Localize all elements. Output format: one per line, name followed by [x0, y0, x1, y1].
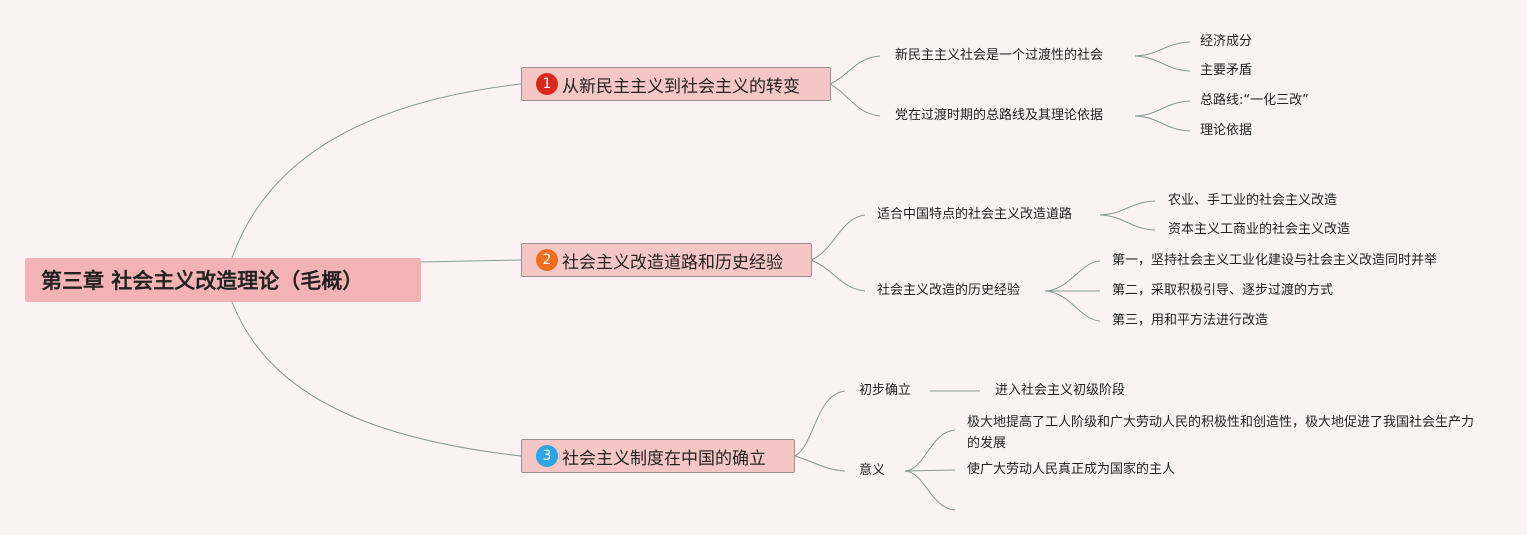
subtopic-1-1[interactable]: 新民主主义社会是一个过渡性的社会	[895, 48, 1104, 63]
subtopic-3-1[interactable]: 初步确立	[859, 383, 912, 398]
leaf-3-2-2[interactable]: 使广大劳动人民真正成为国家的主人	[967, 462, 1176, 477]
subtopic-2-1[interactable]: 适合中国特点的社会主义改造道路	[877, 207, 1073, 222]
branch-3-topic[interactable]: 3 社会主义制度在中国的确立	[521, 439, 795, 473]
branch-1-label: 从新民主主义到社会主义的转变	[562, 76, 800, 97]
root-topic-title: 第三章 社会主义改造理论（毛概）	[41, 269, 364, 293]
subtopic-3-2[interactable]: 意义	[859, 463, 886, 478]
subtopic-1-2[interactable]: 党在过渡时期的总路线及其理论依据	[895, 108, 1104, 123]
branch-3-label: 社会主义制度在中国的确立	[562, 448, 766, 469]
leaf-1-2-1[interactable]: 总路线:“一化三改”	[1200, 93, 1309, 108]
leaf-2-2-3[interactable]: 第三，用和平方法进行改造	[1112, 313, 1269, 328]
branch-2-topic[interactable]: 2 社会主义改造道路和历史经验	[521, 243, 812, 277]
branch-1-topic[interactable]: 1 从新民主主义到社会主义的转变	[521, 67, 831, 101]
branch-2-label: 社会主义改造道路和历史经验	[562, 252, 783, 273]
leaf-2-2-1[interactable]: 第一，坚持社会主义工业化建设与社会主义改造同时并举	[1112, 253, 1438, 268]
leaf-2-1-1[interactable]: 农业、手工业的社会主义改造	[1168, 193, 1338, 208]
subtopic-2-2[interactable]: 社会主义改造的历史经验	[877, 283, 1021, 298]
leaf-1-1-1[interactable]: 经济成分	[1200, 34, 1253, 49]
leaf-2-1-2[interactable]: 资本主义工商业的社会主义改造	[1168, 222, 1351, 237]
leaf-1-1-2[interactable]: 主要矛盾	[1200, 63, 1253, 78]
badge-3-icon: 3	[536, 445, 558, 467]
badge-2-icon: 2	[536, 249, 558, 271]
leaf-1-2-2[interactable]: 理论依据	[1200, 123, 1253, 138]
leaf-3-1-1[interactable]: 进入社会主义初级阶段	[995, 383, 1126, 398]
leaf-2-2-2[interactable]: 第二，采取积极引导、逐步过渡的方式	[1112, 283, 1334, 298]
badge-1-icon: 1	[536, 73, 558, 95]
root-topic[interactable]: 第三章 社会主义改造理论（毛概）	[25, 258, 421, 302]
leaf-3-2-1[interactable]: 极大地提高了工人阶级和广大劳动人民的积极性和创造性，极大地促进了我国社会生产力的…	[967, 415, 1475, 451]
